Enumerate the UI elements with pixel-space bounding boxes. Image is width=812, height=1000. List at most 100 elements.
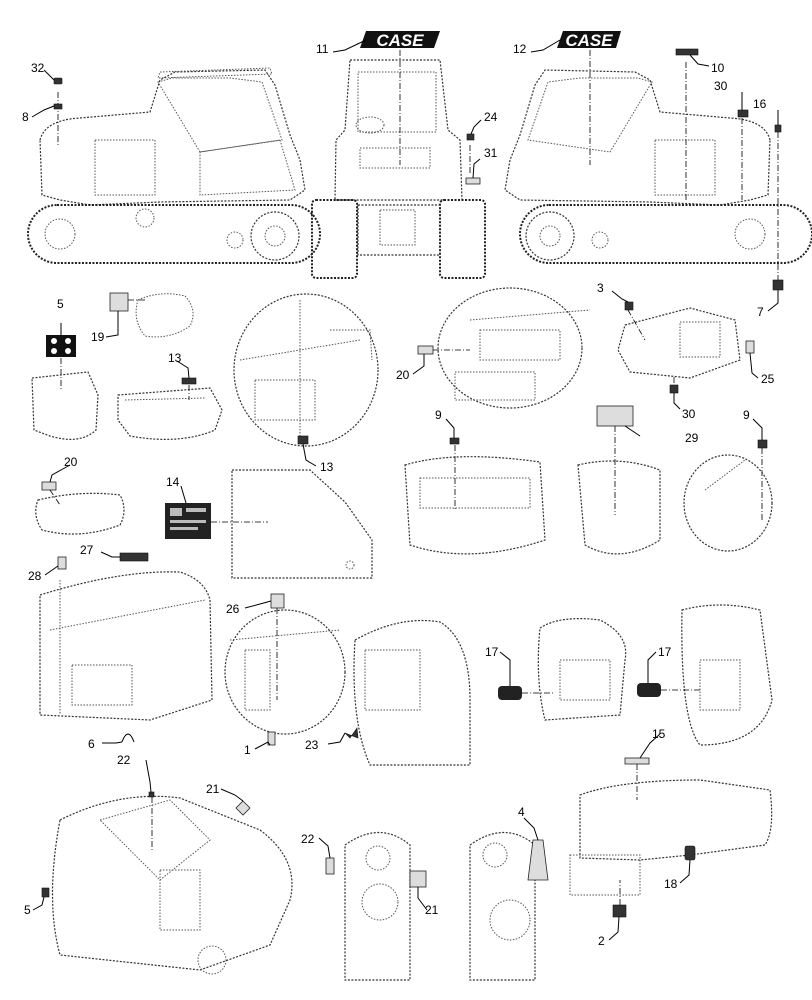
callout-22-lower: 22	[301, 832, 315, 846]
cab-interior-circle	[233, 293, 379, 447]
callout-11: 11	[316, 42, 329, 56]
callout-19: 19	[91, 330, 105, 344]
callout-5-upper: 5	[57, 297, 64, 311]
callout-23: 23	[305, 738, 319, 752]
decal-8	[53, 103, 63, 110]
callout-20-upper: 20	[396, 368, 410, 382]
decal-30-top	[737, 109, 749, 118]
decal-30-lower	[669, 384, 679, 394]
fuel-tank-fragment-17	[498, 618, 627, 721]
callout-27: 27	[80, 543, 94, 557]
callout-25: 25	[761, 372, 775, 386]
decal-20-upper	[417, 345, 434, 355]
dozer-right-side-view	[504, 69, 812, 264]
callout-20-lower: 20	[64, 455, 78, 469]
decal-27	[119, 552, 149, 562]
svg-text:CASE: CASE	[376, 31, 424, 50]
cab-frame-27-28	[39, 552, 213, 743]
radiator-fragment-13	[117, 377, 223, 440]
cab-rear-fragment-9	[404, 437, 546, 555]
decal-13-upper	[181, 377, 197, 385]
callout-22-upper: 22	[117, 753, 131, 767]
decal-16	[774, 124, 782, 133]
callout-6: 6	[88, 737, 95, 751]
decal-15	[624, 757, 650, 765]
callout-17-left: 17	[485, 645, 499, 659]
decal-32	[53, 77, 63, 85]
decal-23	[344, 727, 359, 739]
callout-13-upper: 13	[168, 351, 182, 365]
decal-28	[57, 556, 67, 570]
decal-5-lower	[41, 887, 50, 898]
decal-17-left	[498, 686, 522, 700]
step-fragment-5	[31, 335, 99, 440]
decal-22-lower	[325, 857, 335, 875]
decal-29	[596, 405, 634, 427]
case-logo-decal-11: CASE	[360, 31, 440, 50]
decal-25	[745, 340, 755, 354]
hydraulic-fragment-17	[637, 604, 773, 746]
callout-12: 12	[513, 42, 527, 56]
svg-text:CASE: CASE	[565, 31, 613, 50]
callout-5-lower: 5	[24, 903, 31, 917]
decal-9-left	[449, 437, 460, 445]
callout-16: 16	[753, 97, 767, 111]
callout-29: 29	[685, 431, 699, 445]
callout-18: 18	[664, 877, 678, 891]
callout-24: 24	[484, 110, 498, 124]
decal-4	[527, 839, 549, 881]
callout-numbers: 32 8 11 12 10 30 16 24 31 7 5 19 13 3 25…	[22, 42, 775, 948]
door-panel-14	[165, 469, 373, 579]
callout-21-lower: 21	[425, 903, 439, 917]
callout-31: 31	[484, 146, 498, 160]
callout-2: 2	[598, 934, 605, 948]
callout-15: 15	[652, 727, 666, 741]
dozer-left-side-view	[27, 67, 321, 264]
decal-7	[772, 279, 784, 291]
decal-18	[684, 845, 696, 861]
callout-1: 1	[244, 743, 251, 757]
pump-cover-22-21	[325, 832, 427, 981]
decal-9-right	[757, 439, 768, 449]
side-fragment-29	[577, 405, 661, 555]
decal-22-upper	[148, 791, 155, 798]
callout-13-lower: 13	[320, 460, 334, 474]
decal-26	[270, 593, 285, 609]
callout-26: 26	[226, 602, 240, 616]
bumper-fragment-20	[35, 481, 125, 535]
decal-1	[267, 731, 276, 746]
callout-3: 3	[597, 281, 604, 295]
callout-30-lower: 30	[682, 407, 696, 421]
hood-fragment-3	[617, 301, 755, 394]
leader-lines	[31, 39, 779, 941]
decal-31	[465, 177, 481, 185]
callout-10: 10	[711, 61, 725, 75]
decal-20-lower	[41, 481, 57, 491]
callout-14: 14	[166, 475, 180, 489]
callout-28: 28	[28, 569, 42, 583]
pump-cover-4	[469, 832, 549, 981]
callout-4: 4	[518, 805, 525, 819]
cab-post-circle-26	[224, 593, 346, 746]
operator-seat-view	[41, 791, 293, 975]
decal-19	[109, 292, 129, 312]
callout-21-upper: 21	[206, 782, 220, 796]
decal-5-upper	[46, 335, 76, 357]
callout-30-top: 30	[714, 79, 728, 93]
callout-9-right: 9	[743, 408, 750, 422]
decal-17-right	[637, 683, 661, 697]
console-fragment-23	[344, 619, 471, 766]
decal-3	[624, 301, 634, 311]
case-logo-decal-12: CASE	[557, 31, 621, 50]
dozer-rear-view	[311, 59, 486, 279]
decal-24	[466, 133, 475, 141]
decal-21-upper	[235, 800, 251, 816]
decal-13-lower	[297, 435, 309, 445]
engine-fragment-15-18-2	[569, 757, 773, 918]
panel-fragment-19	[109, 292, 194, 338]
rear-engine-circle	[417, 287, 591, 409]
decal-2	[612, 904, 627, 918]
callout-9-left: 9	[435, 408, 442, 422]
callout-32: 32	[31, 61, 45, 75]
callout-8: 8	[22, 110, 29, 124]
